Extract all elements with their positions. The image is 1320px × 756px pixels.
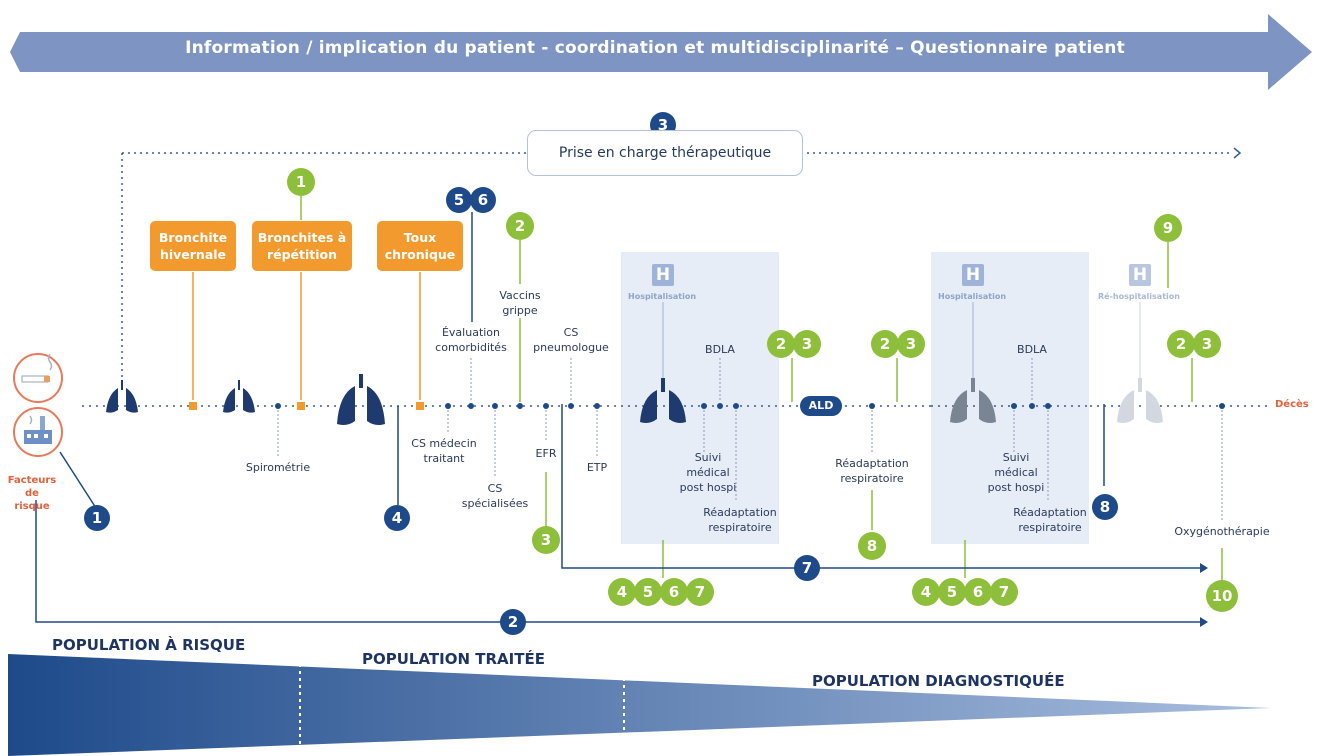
banner-arrow xyxy=(10,14,1312,90)
facteurs-risque-label: Facteurs de risque xyxy=(7,475,57,512)
efr-label: EFR xyxy=(535,447,557,460)
step-2-green-badge: 2 xyxy=(1167,330,1195,358)
hospital-icon: H xyxy=(1129,264,1151,286)
step-10-green-badge: 10 xyxy=(1206,580,1238,612)
step-2-badge: 2 xyxy=(500,609,526,635)
step-4-badge: 4 xyxy=(384,505,410,531)
lungs-icon xyxy=(640,378,686,423)
step-9-green-badge: 9 xyxy=(1154,214,1182,242)
factory-icon xyxy=(13,407,63,457)
cs-specialisees-label: CS spécialisées xyxy=(461,482,529,510)
hospitalisation-band-2 xyxy=(931,252,1089,544)
readapt-label-1: Réadaptation respiratoire xyxy=(703,506,777,534)
population-a-risque: POPULATION À RISQUE xyxy=(52,636,246,654)
suivi-label-1: Suivi médical post hospi xyxy=(679,451,737,494)
step-5-badge: 5 xyxy=(446,187,472,213)
bronchites-repetition-box: Bronchites à répétition xyxy=(252,221,352,271)
population-wedge xyxy=(8,654,1272,756)
toux-chronique-box: Toux chronique xyxy=(377,221,463,271)
readapt-resp-label: Réadaptation respiratoire xyxy=(835,457,909,485)
step-2-green-badge: 2 xyxy=(767,330,795,358)
ald-badge: ALD xyxy=(800,396,842,416)
step-5-green-badge: 5 xyxy=(634,578,662,606)
cs-medecin-label: CS médecin traitant xyxy=(411,437,477,465)
step-6-green-badge: 6 xyxy=(660,578,688,606)
population-diagnostiquee: POPULATION DIAGNOSTIQUÉE xyxy=(812,672,1065,690)
spirometrie-label: Spirométrie xyxy=(245,461,311,474)
etp-label: ETP xyxy=(586,461,608,474)
step-1-green-badge: 1 xyxy=(287,168,315,196)
hospitalisation-label-2: Hospitalisation xyxy=(938,292,1007,301)
hospitalisation-band-1 xyxy=(621,252,779,544)
hospital-icon: H xyxy=(962,264,984,286)
step-5-green-badge: 5 xyxy=(938,578,966,606)
step-8-badge: 8 xyxy=(1092,494,1118,520)
step-7-green-badge: 7 xyxy=(686,578,714,606)
vaccins-label: Vaccins grippe xyxy=(499,289,541,317)
cigarette-icon xyxy=(13,353,63,403)
suivi-label-2: Suivi médical post hospi xyxy=(987,451,1045,494)
population-traitee: POPULATION TRAITÉE xyxy=(362,650,545,668)
hospital-icon: H xyxy=(652,264,674,286)
lungs-icon xyxy=(337,374,385,425)
step-3-green-badge: 3 xyxy=(532,526,560,554)
bdla-label-1: BDLA xyxy=(705,343,735,356)
step-6-green-badge: 6 xyxy=(964,578,992,606)
step-4-green-badge: 4 xyxy=(912,578,940,606)
readapt-label-2: Réadaptation respiratoire xyxy=(1013,506,1087,534)
oxygenotherapie-label: Oxygénothérapie xyxy=(1174,525,1270,538)
step-6-badge: 6 xyxy=(470,187,496,213)
bronchite-hivernale-box: Bronchite hivernale xyxy=(150,221,236,271)
deces-label: Décès xyxy=(1275,399,1309,410)
lungs-icon xyxy=(106,380,138,413)
step-1-badge: 1 xyxy=(84,505,110,531)
step-3-green-badge: 3 xyxy=(793,330,821,358)
step-2-green-badge: 2 xyxy=(506,212,534,240)
step-7-badge: 7 xyxy=(794,555,820,581)
lungs-icon xyxy=(1117,378,1163,423)
step-4-green-badge: 4 xyxy=(608,578,636,606)
banner-title: Information / implication du patient - c… xyxy=(185,38,1125,58)
step-8-green-badge: 8 xyxy=(858,532,886,560)
rehospitalisation-label: Ré-hospitalisation xyxy=(1098,292,1180,301)
step-3-green-badge: 3 xyxy=(1193,330,1221,358)
bdla-label-2: BDLA xyxy=(1017,343,1047,356)
lungs-icon xyxy=(950,378,996,423)
step-3-green-badge: 3 xyxy=(897,330,925,358)
prise-en-charge-box: Prise en charge thérapeutique xyxy=(527,130,803,176)
lungs-icon xyxy=(223,380,255,413)
step-2-green-badge: 2 xyxy=(871,330,899,358)
cs-pneumo-label: CS pneumologue xyxy=(533,326,609,354)
evaluation-label: Évaluation comorbidités xyxy=(435,326,507,354)
hospitalisation-label-1: Hospitalisation xyxy=(628,292,697,301)
step-7-green-badge: 7 xyxy=(990,578,1018,606)
